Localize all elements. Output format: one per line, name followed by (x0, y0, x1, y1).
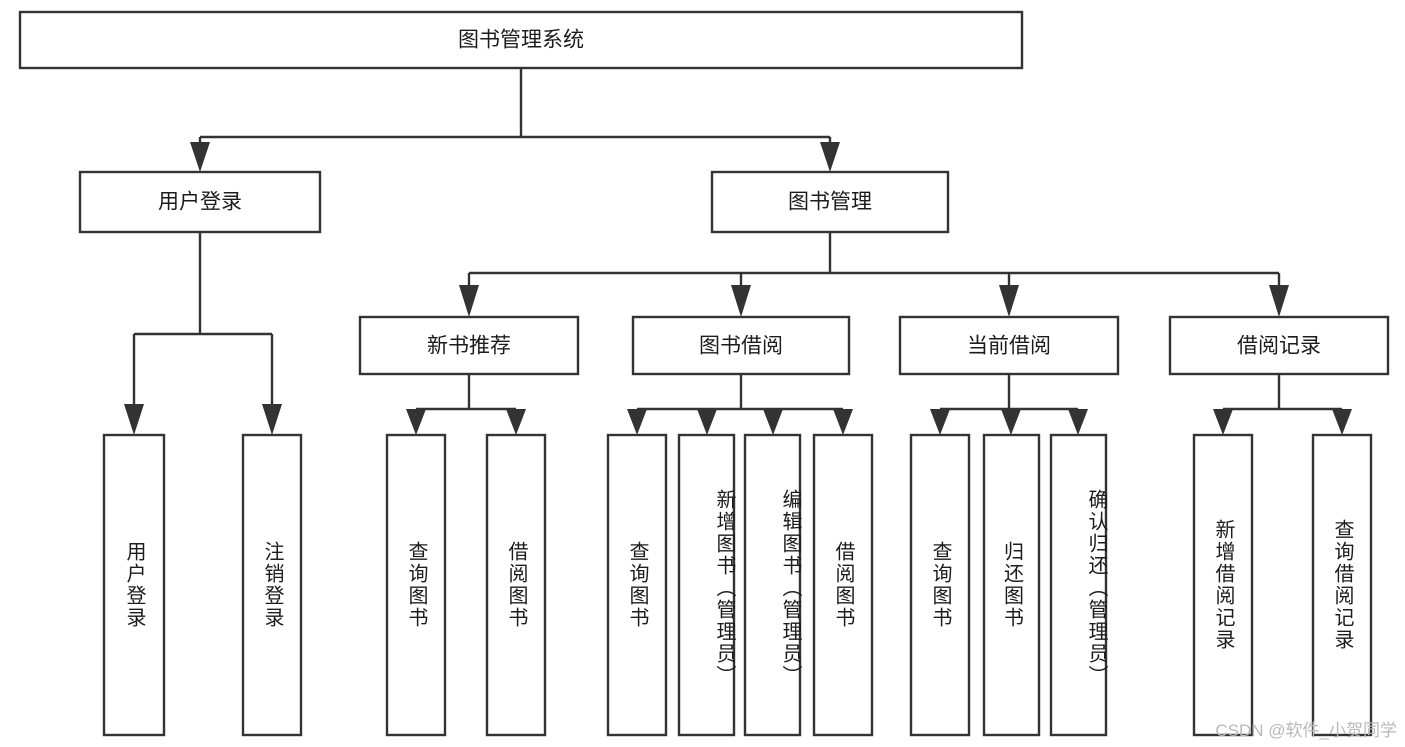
leaf-boxes (102, 433, 1373, 737)
arrow-to-leaf-borrow-book-2 (833, 409, 853, 435)
leaf-borrow-book-2-rect[interactable] (812, 433, 874, 737)
arrow-to-leaf-query-book-2 (627, 409, 647, 435)
arrow-to-leaf-user-logout (262, 404, 282, 435)
leaf-user-login-rect[interactable] (102, 433, 166, 737)
node-new-book-recommend[interactable]: 新书推荐 (358, 315, 580, 376)
leaf-confirm-return-rect[interactable] (1049, 433, 1108, 737)
node-new-book-recommend-label: 新书推荐 (427, 335, 511, 358)
node-book-manage[interactable]: 图书管理 (710, 170, 950, 234)
node-root-rect[interactable] (18, 10, 1024, 70)
node-current-borrow-label: 当前借阅 (967, 335, 1051, 358)
arrow-to-leaf-query-record (1332, 409, 1352, 435)
connector-group-current-borrow (930, 374, 1088, 435)
leaf-query-record-rect[interactable] (1311, 433, 1373, 737)
arrow-to-new-book-recommend (459, 285, 479, 317)
connector-group-user-login (124, 232, 282, 435)
node-book-manage-label: 图书管理 (788, 191, 872, 214)
arrow-to-current-borrow (999, 285, 1019, 317)
node-current-borrow[interactable]: 当前借阅 (898, 315, 1120, 376)
arrow-to-leaf-confirm-return (1068, 409, 1088, 435)
node-user-login-label: 用户登录 (158, 191, 242, 214)
leaf-query-book-1-rect[interactable] (385, 433, 447, 737)
leaf-user-logout-rect[interactable] (241, 433, 303, 737)
node-book-borrow-rect[interactable] (631, 315, 851, 376)
node-user-login[interactable]: 用户登录 (78, 170, 322, 234)
arrow-to-borrow-record (1269, 285, 1289, 317)
arrow-to-leaf-add-record (1213, 409, 1233, 435)
node-book-borrow[interactable]: 图书借阅 (631, 315, 851, 376)
node-book-borrow-label: 图书借阅 (699, 335, 783, 358)
arrow-to-book-manage (820, 142, 840, 172)
arrow-to-leaf-user-login (124, 404, 144, 435)
arrow-to-leaf-borrow-book-1 (506, 409, 526, 435)
node-new-book-recommend-rect[interactable] (358, 315, 580, 376)
csdn-watermark: CSDN @软件_小贺同学 (1215, 721, 1397, 740)
node-borrow-record-label: 借阅记录 (1237, 335, 1321, 358)
leaf-add-record-rect[interactable] (1192, 433, 1254, 737)
node-root-label: 图书管理系统 (458, 29, 584, 52)
connector-group-root (190, 68, 840, 172)
node-borrow-record[interactable]: 借阅记录 (1168, 315, 1390, 376)
arrow-to-book-borrow (731, 285, 751, 317)
arrow-to-user-login (190, 142, 210, 172)
connector-group-new-book-recommend (406, 374, 526, 435)
node-user-login-rect[interactable] (78, 170, 322, 234)
node-current-borrow-rect[interactable] (898, 315, 1120, 376)
node-borrow-record-rect[interactable] (1168, 315, 1390, 376)
arrow-to-leaf-edit-book (763, 409, 783, 435)
node-root[interactable]: 图书管理系统 (18, 10, 1024, 70)
leaf-edit-book-rect[interactable] (743, 433, 802, 737)
arrow-to-leaf-add-book (697, 409, 717, 435)
arrow-to-leaf-query-book-1 (406, 409, 426, 435)
connector-group-borrow-record (1213, 374, 1352, 435)
leaf-add-book-rect[interactable] (677, 433, 736, 737)
leaf-borrow-book-1-rect[interactable] (485, 433, 547, 737)
leaf-query-book-3-rect[interactable] (909, 433, 971, 737)
arrow-to-leaf-return-book (1001, 409, 1021, 435)
connector-group-book-borrow (627, 374, 853, 435)
arrow-to-leaf-query-book-3 (930, 409, 950, 435)
leaf-return-book-rect[interactable] (982, 433, 1041, 737)
connector-group-book-manage (459, 232, 1289, 317)
leaf-query-book-2-rect[interactable] (606, 433, 668, 737)
node-book-manage-rect[interactable] (710, 170, 950, 234)
